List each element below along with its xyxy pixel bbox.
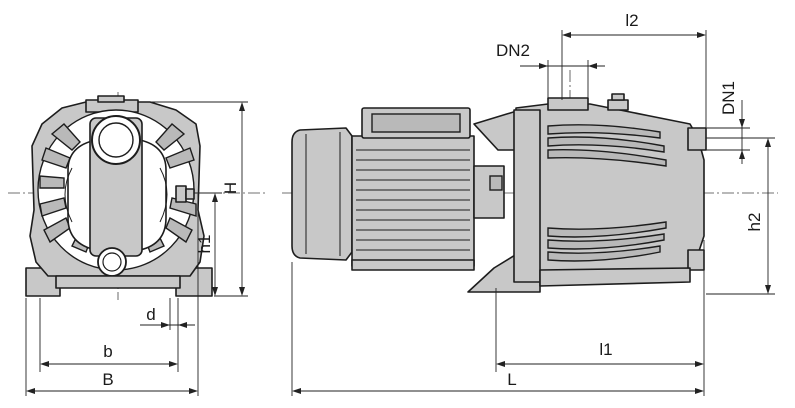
side-dimensions [291, 30, 775, 396]
motor-end-cap [291, 127, 353, 261]
pump-side-view [291, 93, 707, 293]
dimension-labels: H h1 d b B DN2 l2 DN1 h2 l1 L [102, 11, 764, 389]
motor-body [351, 135, 475, 267]
front-side-plug [175, 185, 187, 203]
label-L: L [507, 370, 516, 389]
pump-casing-ribs [547, 124, 667, 262]
pump-front-view [25, 95, 213, 297]
inlet-nozzle [687, 127, 707, 151]
outlet-nozzle [547, 97, 589, 111]
label-l1: l1 [599, 340, 612, 359]
label-h2: h2 [745, 213, 764, 232]
front-dimensions [25, 101, 248, 396]
label-d: d [146, 305, 155, 324]
label-h1: h1 [195, 235, 214, 254]
label-DN1: DN1 [719, 81, 738, 115]
label-b: b [103, 342, 112, 361]
label-DN2: DN2 [496, 41, 530, 60]
motor-cooling-fins [356, 149, 470, 251]
label-B: B [102, 370, 113, 389]
front-radial-ribs [39, 123, 197, 253]
label-H: H [221, 182, 240, 194]
label-l2: l2 [625, 11, 638, 30]
